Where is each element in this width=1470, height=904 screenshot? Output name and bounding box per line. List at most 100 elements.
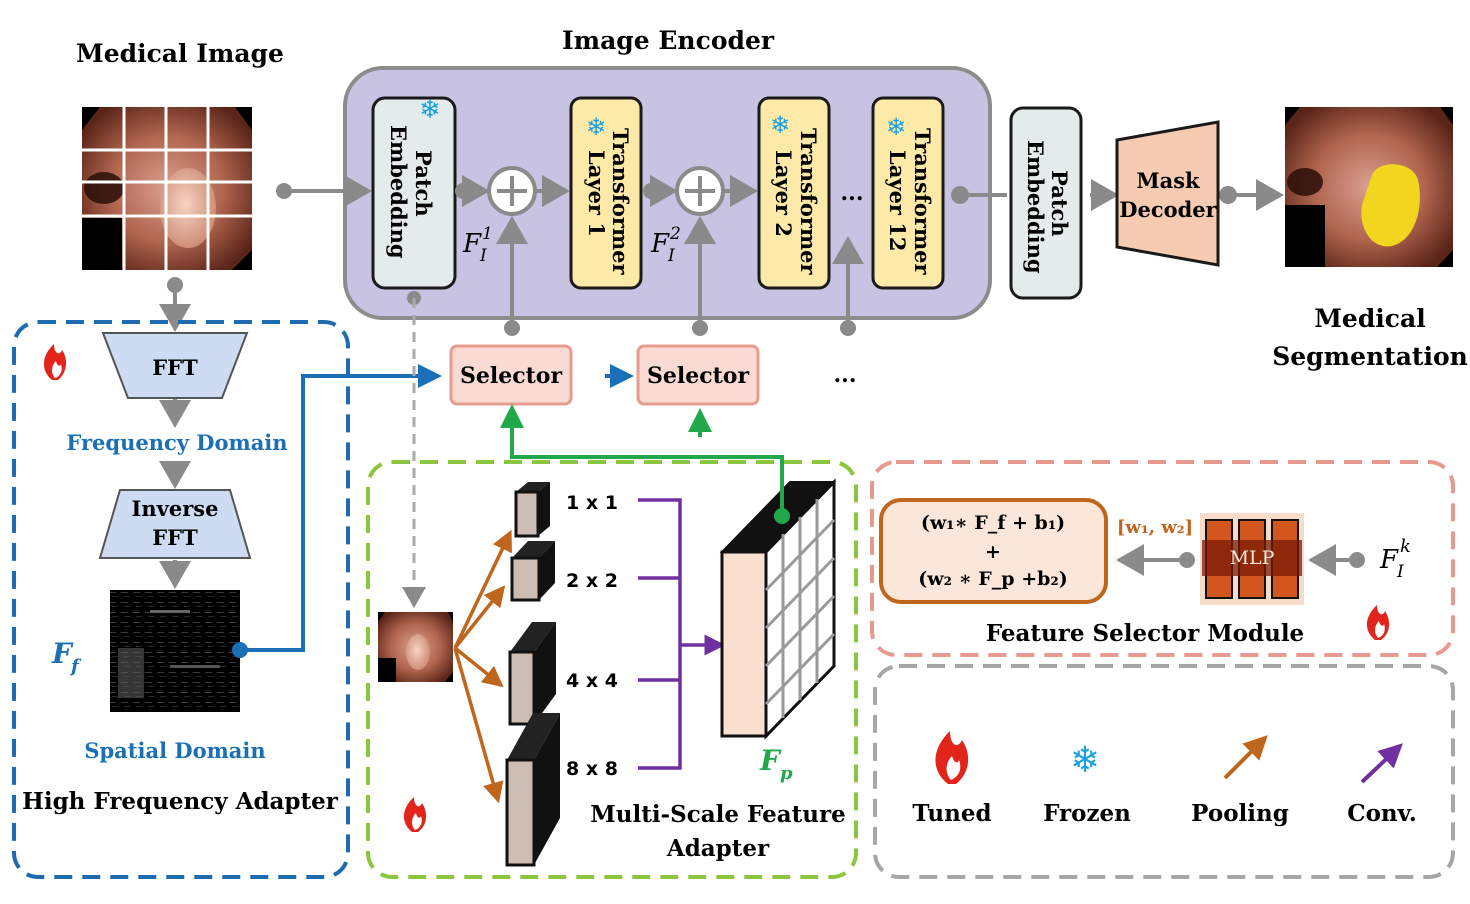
snowflake-icon: ❄ [886, 113, 906, 141]
svg-text:F: F [650, 229, 670, 259]
legend-pooling-label: Pooling [1191, 800, 1289, 827]
medical-seg-title-1: Medical [1314, 304, 1425, 333]
multiscale-feature-connector [500, 404, 784, 516]
formula-line-1: (w₁∗ F_f + b₁) [921, 512, 1065, 534]
inverse-label: Inverse [132, 496, 219, 521]
legend-conv-icon [1360, 743, 1403, 784]
scale-1x1-label: 1 x 1 [566, 492, 618, 514]
spatial-domain-label: Spatial Domain [84, 738, 265, 763]
transformer-layer-2: ❄ Transformer Layer 2 [757, 96, 831, 290]
frequency-domain-label: Frequency Domain [66, 430, 287, 455]
svg-text:p: p [780, 763, 793, 784]
layer-12-label: Layer 12 [885, 150, 910, 252]
legend-frozen-icon: ❄ [1070, 740, 1100, 781]
mask-decoder: Mask Decoder [1115, 120, 1220, 267]
spatial-feature-image [110, 590, 240, 712]
selector-label: Selector [647, 363, 749, 389]
decoder-label: Decoder [1119, 197, 1217, 222]
legend-tuned-icon [935, 731, 969, 784]
fi1-label: F I 1 [462, 224, 493, 266]
medical-image-title: Medical Image [76, 39, 284, 68]
weights-label: [w₁, w₂] [1117, 517, 1193, 538]
fsm-box [870, 460, 1455, 657]
layer-1-label: Layer 1 [584, 150, 609, 237]
msfa-title-2: Adapter [666, 835, 770, 862]
patch-label-2: Embedding [386, 125, 411, 259]
transformer-label: Transformer [910, 128, 935, 276]
patch-label-1: Patch [411, 150, 436, 217]
plus-node-2 [675, 166, 725, 216]
msfa-input-image [378, 612, 453, 682]
scale-4x4-label: 4 x 4 [566, 670, 618, 692]
fik-label: F I k [1379, 536, 1411, 582]
formula-box [879, 498, 1108, 604]
selector-1: Selector [449, 344, 573, 406]
mask-label: Mask [1136, 168, 1200, 193]
svg-text:I: I [667, 246, 675, 266]
legend-tuned-label: Tuned [912, 800, 991, 827]
fp-label: F p [759, 744, 793, 784]
hf-feature-connector [240, 364, 442, 652]
fi2-label: F I 2 [650, 224, 681, 266]
selector-ellipsis: ... [834, 362, 857, 388]
patch-embedding-output-block: Patch Embedding [1009, 106, 1083, 300]
svg-text:F: F [462, 229, 482, 259]
transformer-label: Transformer [796, 128, 821, 276]
scale-8x8-label: 8 x 8 [566, 758, 618, 780]
medical-seg-title-2: Segmentation [1272, 342, 1468, 371]
svg-text:f: f [69, 656, 82, 677]
inverse-fft-label: FFT [152, 525, 198, 550]
hfa-box [12, 320, 350, 879]
legend-box [873, 664, 1455, 879]
svg-text:k: k [1400, 536, 1411, 557]
snowflake-icon: ❄ [586, 113, 606, 141]
svg-text:F: F [51, 637, 74, 670]
hfa-title: High Frequency Adapter [22, 788, 339, 815]
svg-text:2: 2 [669, 224, 681, 244]
selector-label: Selector [460, 363, 562, 389]
svg-text:F: F [759, 744, 782, 777]
legend-pooling-icon [1223, 735, 1268, 780]
formula-line-2: (w₂ ∗ F_p +b₂) [918, 568, 1067, 590]
scale-2x2-label: 2 x 2 [566, 570, 618, 592]
svg-text:1: 1 [482, 224, 493, 244]
pooled-feature-1x1 [514, 482, 550, 538]
plus-node-1 [487, 166, 537, 216]
flame-icon [43, 344, 67, 380]
legend-frozen-label: Frozen [1043, 800, 1131, 827]
conv-merge [638, 498, 726, 770]
encoder-ellipsis: ... [841, 180, 864, 206]
image-encoder-title: Image Encoder [562, 26, 775, 55]
input-image [82, 107, 252, 270]
inverse-fft-block: Inverse FFT [98, 489, 252, 559]
patch-embedding-block: ❄ Patch Embedding [371, 95, 457, 290]
mlp-block: MLP [1200, 513, 1304, 605]
legend-conv-label: Conv. [1347, 800, 1416, 827]
pooled-feature-8x8 [505, 713, 560, 867]
segmentation-output-image [1285, 107, 1453, 267]
svg-text:F: F [1379, 545, 1399, 575]
svg-text:I: I [479, 246, 487, 266]
flame-icon [403, 797, 427, 832]
svg-text:I: I [1396, 562, 1404, 582]
pooled-feature-2x2 [510, 541, 555, 602]
patch-label-2: Embedding [1023, 140, 1048, 274]
snowflake-icon: ❄ [419, 95, 441, 125]
transformer-layer-1: ❄ Transformer Layer 1 [569, 96, 643, 290]
fp-feature-block [719, 478, 837, 740]
layer-2-label: Layer 2 [771, 150, 796, 237]
transformer-layer-12: ❄ Transformer Layer 12 [871, 96, 945, 290]
msfa-title-1: Multi-Scale Feature [590, 801, 845, 828]
selector-2: Selector [636, 344, 760, 406]
mlp-label: MLP [1230, 547, 1275, 569]
ff-label: F f [51, 637, 82, 677]
fft-block: FFT [101, 332, 249, 399]
patch-label-1: Patch [1047, 170, 1072, 237]
fft-label: FFT [152, 355, 198, 380]
snowflake-icon: ❄ [770, 111, 790, 139]
msfa-box [366, 460, 858, 879]
fsm-title: Feature Selector Module [986, 620, 1304, 647]
transformer-label: Transformer [608, 128, 633, 276]
formula-plus: + [985, 541, 1001, 563]
